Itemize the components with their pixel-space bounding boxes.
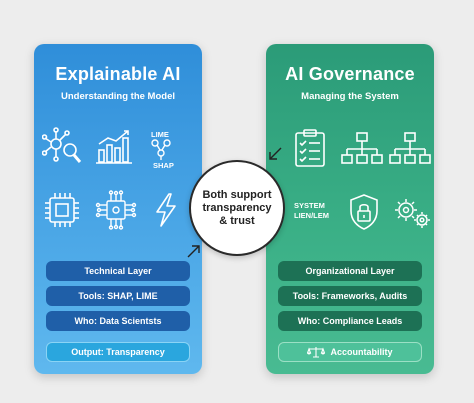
technical-layer-pill: Technical Layer xyxy=(46,261,190,281)
system-sublabel: LIEN/LEM xyxy=(294,211,329,220)
org-chart-icon xyxy=(388,130,432,170)
card-title: Explainable AI xyxy=(55,64,181,84)
accountability-label: Accountability xyxy=(330,347,393,357)
network-magnifier-icon xyxy=(42,126,86,166)
lime-label: LIME xyxy=(151,130,169,139)
who-pill: Who: Data Scientsts xyxy=(46,311,190,331)
who-pill: Who: Compliance Leads xyxy=(278,311,422,331)
node-tree-icon xyxy=(147,137,177,163)
circuit-chip-icon xyxy=(94,190,138,230)
scale-icon xyxy=(307,346,326,358)
shield-lock-icon xyxy=(342,192,386,232)
clipboard-checklist-icon xyxy=(288,128,332,168)
card-subtitle: Managing the System xyxy=(301,91,399,102)
arrow-up-right-icon xyxy=(186,243,202,259)
gears-icon xyxy=(390,192,434,232)
organizational-layer-pill: Organizational Layer xyxy=(278,261,422,281)
cpu-chip-icon xyxy=(40,190,84,230)
accountability-pill: Accountability xyxy=(278,342,422,362)
arrow-down-left-icon xyxy=(267,146,283,162)
lightning-icon xyxy=(144,190,188,230)
card-title: AI Governance xyxy=(285,64,415,84)
tools-pill: Tools: SHAP, LIME xyxy=(46,286,190,306)
explainable-ai-card: Explainable AI Understanding the Model L… xyxy=(34,44,202,374)
bar-chart-icon xyxy=(92,128,136,168)
shared-goal-circle: Both support transparency & trust xyxy=(189,160,285,256)
system-label: SYSTEM xyxy=(294,201,325,210)
shap-label: SHAP xyxy=(153,161,174,170)
output-pill: Output: Transparency xyxy=(46,342,190,362)
card-subtitle: Understanding the Model xyxy=(61,91,175,102)
ai-governance-card: AI Governance Managing the System xyxy=(266,44,434,374)
shared-goal-text: Both support transparency & trust xyxy=(202,188,272,227)
org-chart-icon xyxy=(340,130,384,170)
tools-pill: Tools: Frameworks, Audits xyxy=(278,286,422,306)
